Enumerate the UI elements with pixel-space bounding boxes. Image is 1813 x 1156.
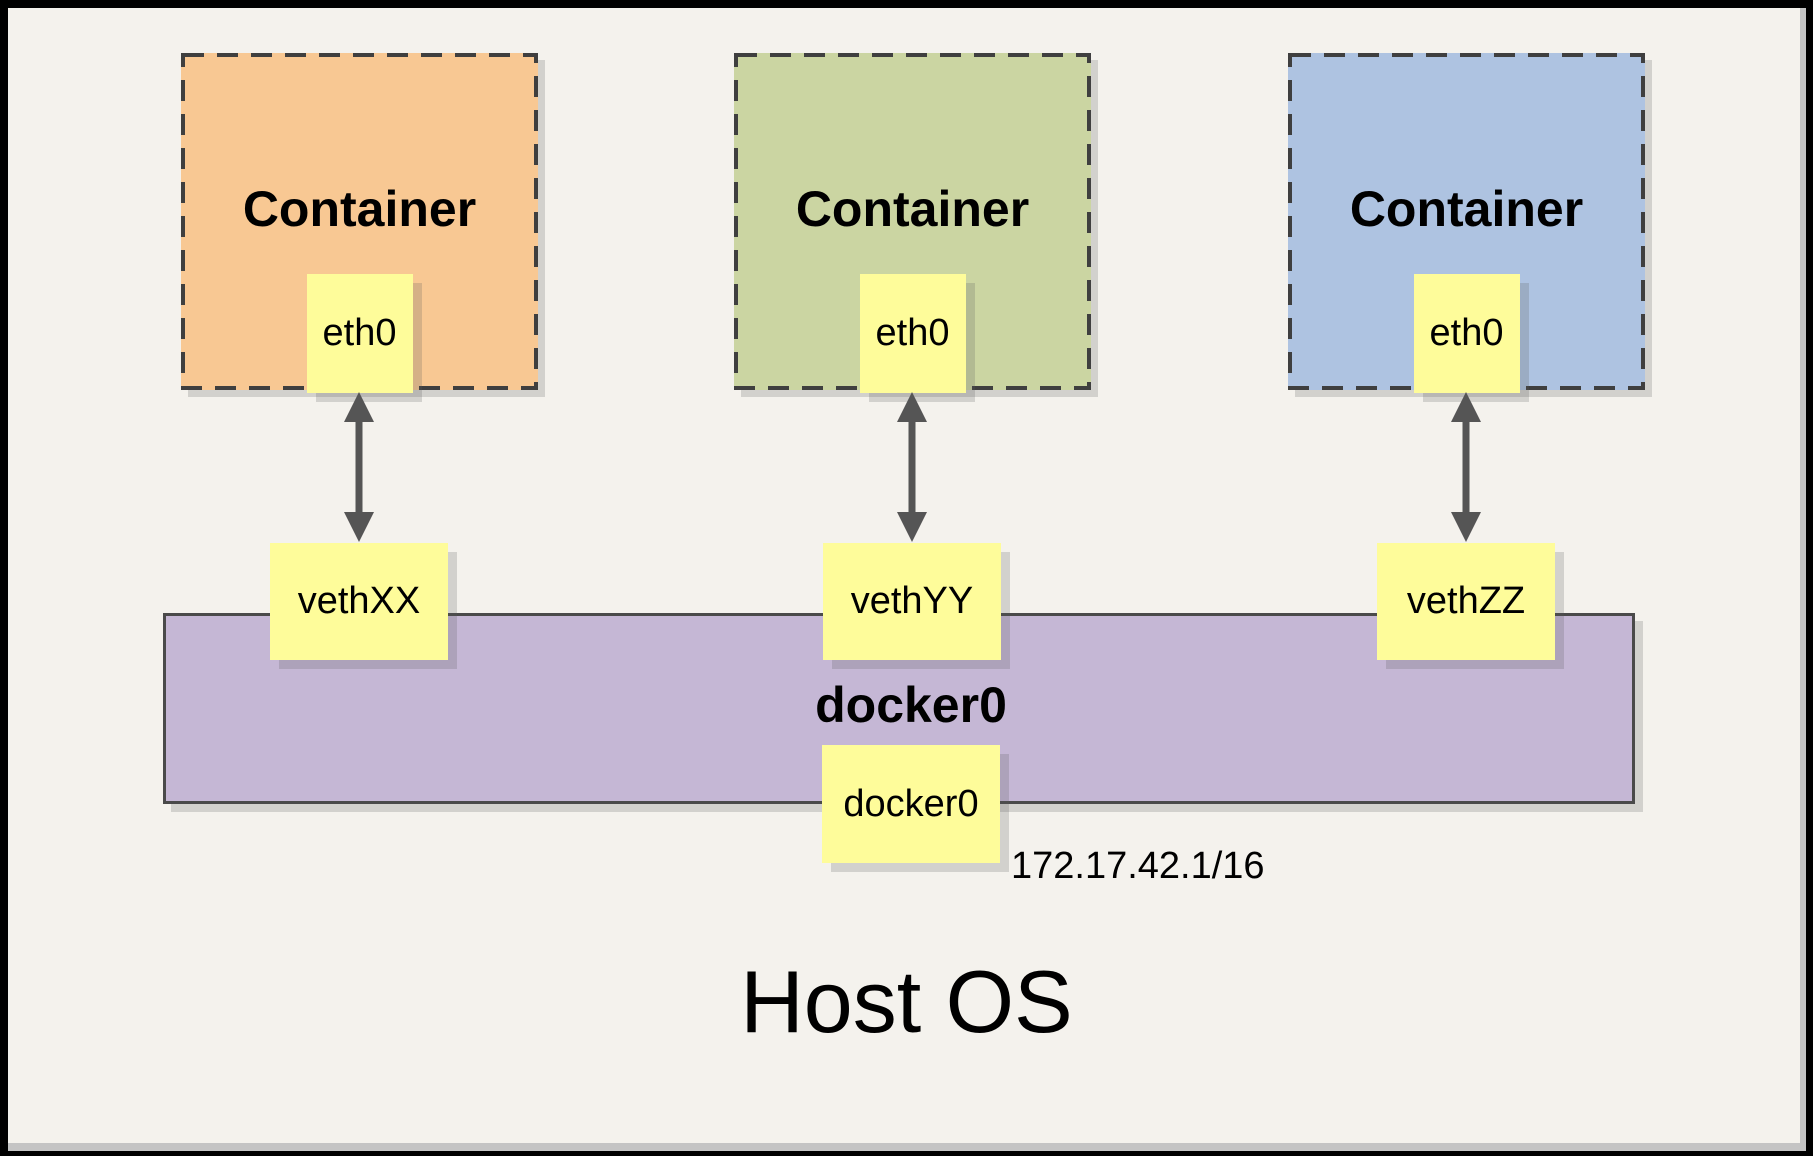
vethxx-label: vethXX <box>297 580 421 622</box>
eth0-label: eth0 <box>1429 312 1504 354</box>
vethyy-label: vethYY <box>850 580 974 622</box>
eth0-interface-box: eth0 <box>306 274 413 393</box>
bidirectional-arrow-icon-3 <box>1451 392 1481 542</box>
container-title: Container <box>795 181 1030 237</box>
docker0-bridge-label: docker0 <box>815 677 1007 733</box>
vethyy-box: vethYY <box>823 543 1001 660</box>
eth0-label: eth0 <box>875 312 950 354</box>
bridge-ip-label: 172.17.42.1/16 <box>1011 845 1265 887</box>
vethzz-label: vethZZ <box>1406 580 1526 622</box>
bidirectional-arrow-icon-2 <box>897 392 927 542</box>
container-title: Container <box>1349 181 1584 237</box>
vethzz-box: vethZZ <box>1377 543 1555 660</box>
eth0-label: eth0 <box>322 312 397 354</box>
container-box-1: Container eth0 <box>181 53 538 393</box>
docker0-interface-box: docker0 <box>822 745 1000 863</box>
eth0-interface-box: eth0 <box>859 274 966 393</box>
vethxx-box: vethXX <box>270 543 448 660</box>
container-box-3: Container eth0 <box>1288 53 1645 393</box>
docker0-interface-label: docker0 <box>843 782 979 825</box>
eth0-interface-box: eth0 <box>1413 274 1520 393</box>
host-os-label: Host OS <box>740 952 1073 1051</box>
bidirectional-arrow-icon-1 <box>344 392 374 542</box>
container-title: Container <box>242 181 477 237</box>
container-box-2: Container eth0 <box>734 53 1091 393</box>
